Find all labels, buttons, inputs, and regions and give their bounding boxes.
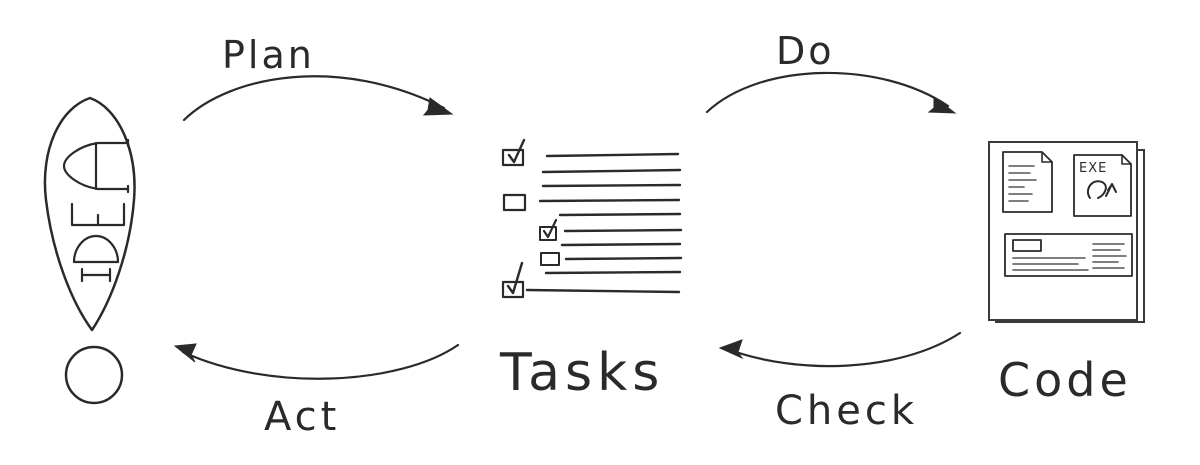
check-mark-icon [506,261,524,295]
idea-letter-i [80,267,112,283]
exclamation-dot [64,345,124,405]
refresh-icon [1086,180,1107,199]
task-line [545,152,680,158]
tasks-node: Tasks [499,138,683,403]
tasks-label: Tasks [499,343,664,403]
idea-node [43,96,136,405]
task-line [538,198,681,203]
act-label: Act [264,394,340,440]
task-checkbox-checked [501,280,525,299]
task-line [544,270,682,275]
task-checkbox-checked [501,148,525,167]
task-list [501,138,683,299]
task-checkbox-empty [502,193,527,212]
task-line [541,168,682,174]
executable-file-icon: EXE [1073,154,1132,217]
task-line [563,228,683,233]
idea-letter-d [72,234,120,264]
check-arrow [718,331,962,368]
plan-label: Plan [222,33,315,77]
idea-letter-e [70,202,126,227]
code-label: Code [998,353,1132,407]
task-line [564,256,683,261]
task-checkbox-empty [540,252,560,266]
exclamation-body [43,96,136,332]
check-mark-icon [542,218,558,239]
code-node: EXE Code [988,141,1145,407]
check-label: Check [775,388,918,434]
check-mark-icon [507,138,526,164]
document-file-icon [1002,151,1053,213]
code-window-icon: EXE [988,141,1145,323]
act-arrow [173,343,460,380]
do-label: Do [776,29,835,73]
task-line [541,183,682,188]
task-checkbox-checked [539,226,557,241]
idea-letter-a [62,138,130,194]
task-line [558,212,682,217]
exe-label: EXE [1079,161,1107,176]
task-line [525,288,681,294]
do-arrow [705,71,957,114]
plan-arrow [182,75,454,122]
task-line [560,242,682,247]
code-panel [1004,233,1133,277]
